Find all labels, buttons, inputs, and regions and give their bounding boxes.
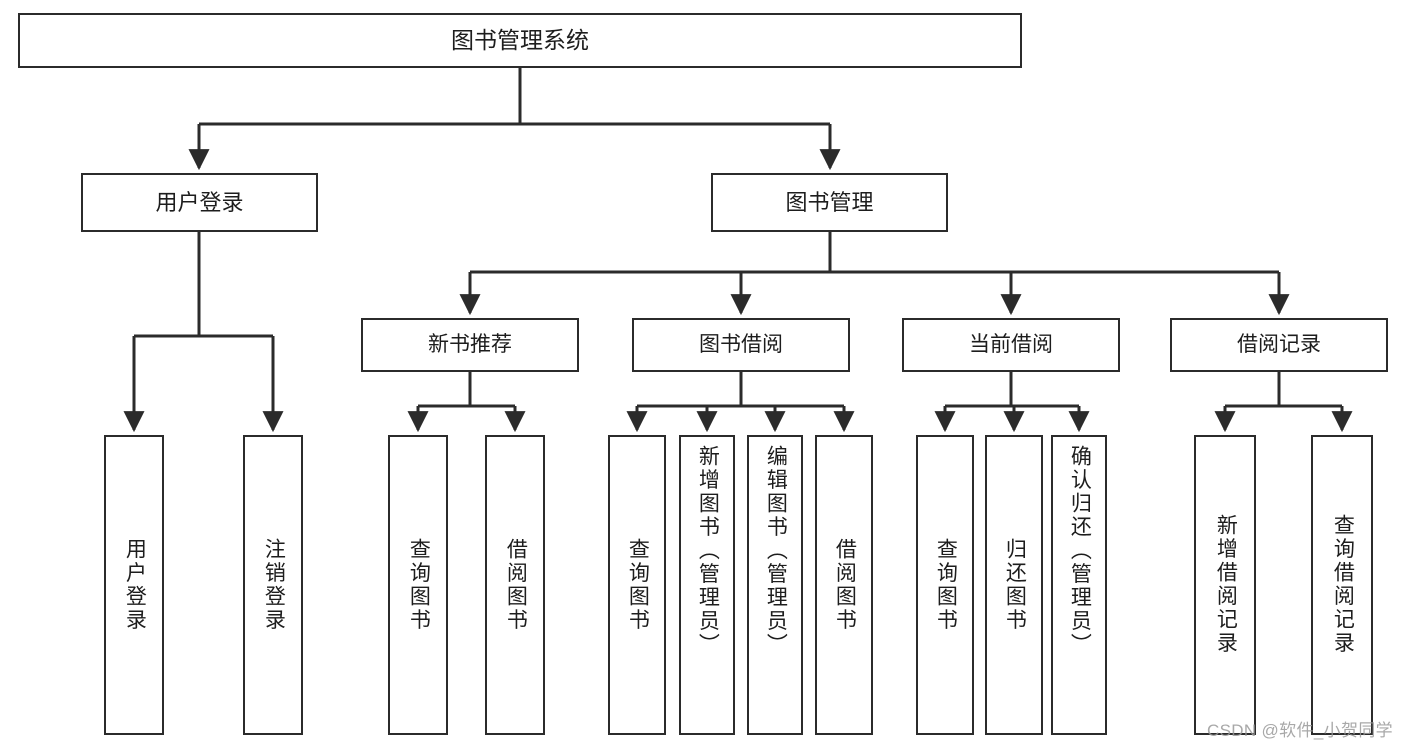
node-leaf-borrow-book-1[interactable]: 借阅图书 <box>485 435 545 735</box>
node-book-manage[interactable]: 图书管理 <box>711 173 948 232</box>
node-user-login[interactable]: 用户登录 <box>81 173 318 232</box>
node-current-borrow[interactable]: 当前借阅 <box>902 318 1120 372</box>
node-book-borrow[interactable]: 图书借阅 <box>632 318 850 372</box>
node-book-manage-label: 图书管理 <box>785 189 874 215</box>
node-leaf-confirm-return-label: 确认归还（管理员） <box>1068 445 1092 657</box>
node-leaf-query-book-2[interactable]: 查询图书 <box>608 435 666 735</box>
node-leaf-add-book-label: 新增图书（管理员） <box>696 445 720 657</box>
node-leaf-query-book-1[interactable]: 查询图书 <box>388 435 448 735</box>
node-leaf-logout[interactable]: 注销登录 <box>243 435 303 735</box>
node-root-label: 图书管理系统 <box>451 26 589 53</box>
csdn-watermark: CSDN @软件_小贺同学 <box>1206 721 1393 740</box>
node-leaf-edit-book-label: 编辑图书（管理员） <box>764 445 788 657</box>
node-leaf-borrow-book-2-label: 借阅图书 <box>833 537 857 633</box>
node-leaf-borrow-book-1-label: 借阅图书 <box>504 537 528 633</box>
node-new-book-recommend-label: 新书推荐 <box>428 332 512 356</box>
node-leaf-edit-book[interactable]: 编辑图书（管理员） <box>747 435 803 735</box>
node-new-book-recommend[interactable]: 新书推荐 <box>361 318 579 372</box>
node-leaf-query-book-2-label: 查询图书 <box>626 537 650 633</box>
node-leaf-add-borrow-record[interactable]: 新增借阅记录 <box>1194 435 1256 735</box>
node-leaf-add-borrow-record-label: 新增借阅记录 <box>1214 514 1238 656</box>
node-leaf-confirm-return[interactable]: 确认归还（管理员） <box>1051 435 1107 735</box>
node-leaf-query-borrow-record-label: 查询借阅记录 <box>1331 514 1355 656</box>
node-book-borrow-label: 图书借阅 <box>699 332 783 356</box>
node-current-borrow-label: 当前借阅 <box>969 332 1053 356</box>
node-borrow-record-label: 借阅记录 <box>1237 332 1321 356</box>
node-leaf-borrow-book-2[interactable]: 借阅图书 <box>815 435 873 735</box>
node-borrow-record[interactable]: 借阅记录 <box>1170 318 1388 372</box>
node-leaf-user-login[interactable]: 用户登录 <box>104 435 164 735</box>
node-leaf-query-book-3-label: 查询图书 <box>934 537 958 633</box>
node-leaf-query-book-3[interactable]: 查询图书 <box>916 435 974 735</box>
node-leaf-user-login-label: 用户登录 <box>123 537 147 633</box>
node-leaf-logout-label: 注销登录 <box>262 537 286 633</box>
node-leaf-add-book[interactable]: 新增图书（管理员） <box>679 435 735 735</box>
node-leaf-return-book[interactable]: 归还图书 <box>985 435 1043 735</box>
node-leaf-return-book-label: 归还图书 <box>1003 537 1027 633</box>
node-root[interactable]: 图书管理系统 <box>18 13 1022 68</box>
node-leaf-query-book-1-label: 查询图书 <box>407 537 431 633</box>
node-user-login-label: 用户登录 <box>155 189 244 215</box>
node-leaf-query-borrow-record[interactable]: 查询借阅记录 <box>1311 435 1373 735</box>
